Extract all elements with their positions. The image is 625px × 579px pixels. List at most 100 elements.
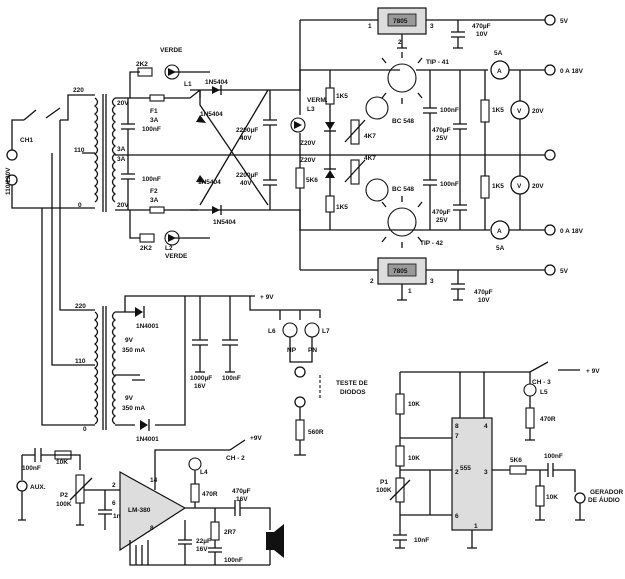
svg-text:7805: 7805 — [393, 268, 408, 275]
svg-text:1: 1 — [474, 523, 478, 530]
svg-text:L4: L4 — [200, 469, 208, 476]
svg-text:2200µF: 2200µF — [236, 127, 258, 134]
svg-text:8: 8 — [455, 423, 459, 430]
led-l3-label: L3 — [307, 106, 315, 113]
svg-text:20V: 20V — [532, 183, 544, 190]
output-terminals: 5V 0 A 18V 0 A 18V 5V — [544, 14, 584, 276]
fuse-f2-rating: 3A — [150, 197, 159, 204]
aux-transformer: 220 110 0 9V 350 mA 9V 350 mA — [75, 303, 145, 433]
led-l1-color: VERDE — [160, 47, 183, 54]
svg-text:3: 3 — [430, 23, 434, 30]
zener-top: Z20V — [300, 140, 316, 147]
diode-3: 1N5404 — [198, 179, 221, 186]
svg-text:8: 8 — [150, 525, 154, 532]
svg-text:470µF: 470µF — [472, 23, 491, 30]
mains-voltage-label: 110/220V — [5, 167, 12, 195]
svg-text:100nF: 100nF — [224, 557, 243, 564]
switch-ch1-label: CH1 — [20, 137, 33, 144]
aux-input-jack — [16, 480, 28, 492]
fuse-f1-rating: 3A — [150, 117, 159, 124]
svg-text:4: 4 — [484, 423, 488, 430]
svg-text:CH - 3: CH - 3 — [532, 379, 551, 386]
fuse-f2: F2 3A — [149, 188, 165, 214]
svg-text:1N4001: 1N4001 — [136, 323, 159, 330]
led-l1: 2K2 VERDE L1 — [136, 47, 192, 88]
svg-text:2R7: 2R7 — [224, 529, 236, 536]
svg-text:P2: P2 — [60, 492, 68, 499]
diode-2: 1N5404 — [200, 111, 223, 118]
mains-terminal-top — [6, 149, 18, 161]
svg-text:25V: 25V — [436, 217, 448, 224]
svg-text:350 mA: 350 mA — [122, 347, 145, 354]
q-bc548-top: BC 548 — [392, 118, 414, 125]
r-2k2-bot: 2K2 — [140, 245, 152, 252]
fuse-f1: F1 3A — [149, 94, 165, 124]
terminal-var-neg — [544, 224, 556, 236]
led-l2-color: VERDE — [165, 253, 188, 260]
svg-text:AUX.: AUX. — [30, 484, 46, 491]
svg-text:14: 14 — [150, 477, 158, 484]
switch-ch1-blade-2 — [45, 107, 61, 119]
diode-4: 1N5404 — [213, 219, 236, 226]
tip42-label: TIP - 42 — [420, 240, 443, 247]
svg-text:100nF: 100nF — [544, 453, 563, 460]
svg-text:0 A 18V: 0 A 18V — [560, 228, 584, 235]
svg-text:V: V — [517, 108, 522, 115]
svg-text:LM-380: LM-380 — [128, 507, 151, 514]
svg-text:10V: 10V — [476, 31, 488, 38]
svg-text:NP: NP — [287, 347, 297, 354]
svg-text:10K: 10K — [546, 494, 558, 501]
cap-100nf-bot: 100nF — [121, 155, 161, 210]
led-l3-color: VERM. — [307, 97, 328, 104]
svg-text:5K6: 5K6 — [306, 177, 318, 184]
fuse-f2-label: F2 — [150, 188, 158, 195]
svg-text:560R: 560R — [308, 429, 324, 436]
led-l2: 2K2 L2 VERDE — [139, 230, 188, 260]
svg-text:L6: L6 — [268, 328, 276, 335]
svg-text:40V: 40V — [240, 135, 252, 142]
svg-text:555: 555 — [460, 465, 471, 472]
svg-text:6: 6 — [455, 513, 459, 520]
voltmeter-bot: V 20V — [510, 155, 544, 230]
regulator-7805-bot: 7805 2 3 1 470µF 10V — [300, 257, 545, 304]
svg-text:470R: 470R — [202, 491, 218, 498]
svg-text:1: 1 — [368, 23, 372, 30]
svg-text:CH - 2: CH - 2 — [226, 455, 245, 462]
speaker-icon — [266, 532, 274, 550]
svg-text:TESTE DE: TESTE DE — [336, 380, 368, 387]
svg-text:470µF: 470µF — [232, 488, 251, 495]
svg-text:16V: 16V — [196, 546, 208, 553]
svg-text:1nF: 1nF — [113, 513, 125, 520]
svg-text:7805: 7805 — [393, 18, 408, 25]
svg-text:DIODOS: DIODOS — [340, 389, 366, 396]
r-2k2-top: 2K2 — [136, 61, 148, 68]
svg-text:5A: 5A — [496, 245, 505, 252]
svg-text:L7: L7 — [322, 328, 330, 335]
regulator-negative: Z20V 1K5 4K7 BC 548 TIP - 42 — [300, 155, 443, 248]
svg-text:0: 0 — [83, 426, 87, 433]
tap-110: 110 — [74, 147, 85, 154]
svg-text:A: A — [497, 228, 502, 235]
svg-text:16V: 16V — [194, 383, 206, 390]
svg-text:3: 3 — [430, 278, 434, 285]
tip42-glow — [381, 196, 423, 248]
sec-3a-bot: 3A — [117, 156, 126, 163]
mains-input: CH1 110/220V — [5, 94, 82, 209]
svg-text:2: 2 — [455, 469, 459, 476]
svg-text:5K6: 5K6 — [510, 457, 522, 464]
r-1k5-top: 1K5 — [336, 93, 348, 100]
svg-text:L5: L5 — [540, 389, 548, 396]
svg-text:1N4001: 1N4001 — [136, 436, 159, 443]
svg-text:100K: 100K — [376, 487, 392, 494]
svg-text:V: V — [517, 183, 522, 190]
svg-text:1000µF: 1000µF — [190, 375, 212, 382]
fuse-f1-label: F1 — [150, 108, 158, 115]
bridge-rectifier: 1N5404 1N5404 1N5404 1N5404 — [190, 79, 280, 226]
svg-text:5V: 5V — [560, 268, 569, 275]
aux-9v-output: + 9V — [260, 294, 274, 301]
tap-220: 220 — [73, 87, 84, 94]
generator-555: CH - 3 + 9V L5 470R 10K 10K P1 100K 10nF… — [376, 361, 624, 549]
svg-text:100nF: 100nF — [440, 181, 459, 188]
svg-text:A: A — [497, 68, 502, 75]
svg-text:1K5: 1K5 — [492, 183, 504, 190]
